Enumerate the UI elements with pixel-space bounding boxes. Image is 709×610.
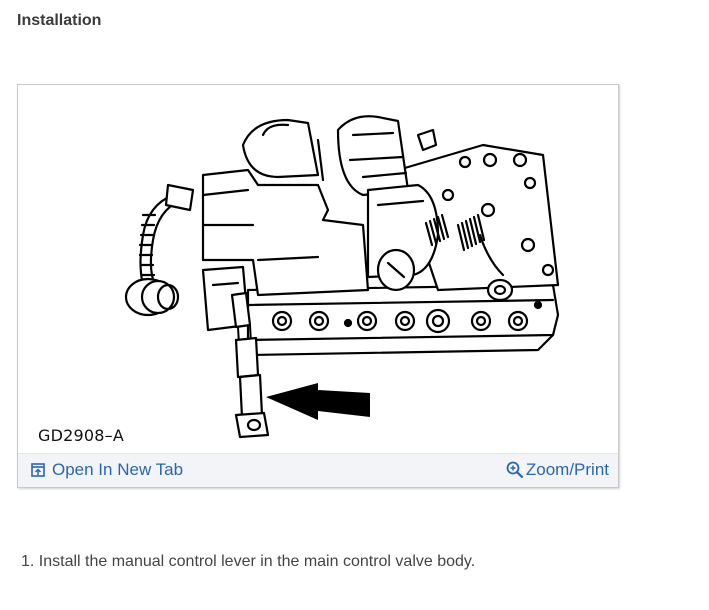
zoom-print-link[interactable]: Zoom/Print: [506, 460, 609, 480]
open-in-new-tab-icon: [31, 463, 52, 477]
magnifier-plus-icon: [506, 461, 526, 479]
direction-arrow: [266, 383, 370, 420]
figure-toolbar: Open In New Tab Zoom/Print: [18, 453, 618, 487]
open-in-new-tab-link[interactable]: Open In New Tab: [31, 460, 183, 480]
valve-body-illustration[interactable]: [18, 85, 618, 453]
figure-card: GD2908–A Open In New Tab Zoom/Print: [17, 84, 619, 488]
section-heading: Installation: [17, 12, 102, 29]
zoom-print-label: Zoom/Print: [525, 460, 609, 479]
open-in-new-tab-label: Open In New Tab: [52, 460, 184, 479]
figure-caption: GD2908–A: [38, 426, 124, 445]
instruction-step-1: 1. Install the manual control lever in t…: [21, 553, 476, 570]
